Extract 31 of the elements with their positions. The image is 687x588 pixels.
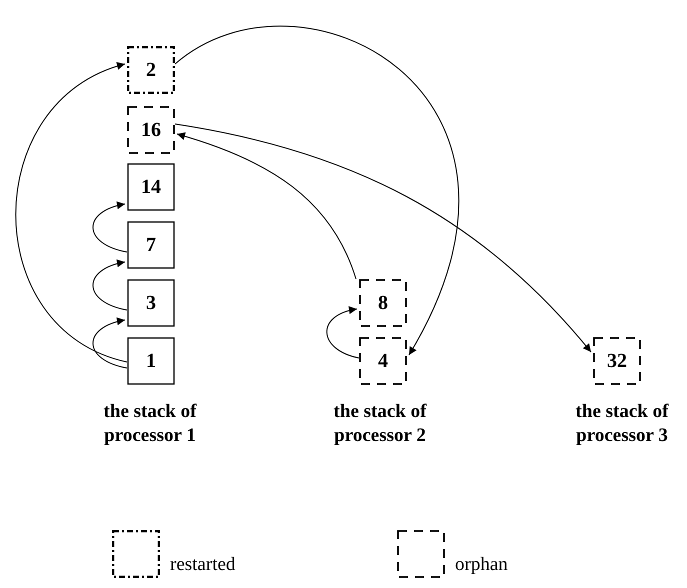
stack-frame-box — [127, 163, 175, 211]
orphan-frame-box — [359, 337, 407, 385]
arrow — [92, 202, 128, 252]
legend-label: orphan — [455, 554, 508, 576]
frame-number: 4 — [378, 350, 388, 372]
arrow — [92, 318, 128, 368]
arrow — [174, 26, 458, 356]
stack-frame-box — [127, 221, 175, 269]
arrow — [174, 124, 592, 352]
restarted-frame-box — [127, 46, 175, 94]
orphan-frame-box — [127, 106, 175, 154]
frame-number: 8 — [378, 292, 388, 314]
stack-frame-box — [127, 279, 175, 327]
stack-caption: the stack of processor 3 — [574, 400, 670, 448]
frame-number: 32 — [607, 350, 627, 372]
frame-number: 7 — [146, 234, 156, 256]
arrow — [15, 63, 128, 362]
stack-caption: the stack of processor 1 — [102, 400, 198, 448]
frame-number: 16 — [141, 118, 161, 142]
frame-number: 14 — [141, 176, 161, 198]
frame-number: 1 — [146, 350, 156, 372]
orphan-frame-box — [593, 337, 641, 385]
stack-caption: the stack of processor 2 — [332, 400, 428, 448]
arrow — [176, 132, 356, 280]
stack-frame-box — [127, 337, 175, 385]
arrow — [326, 306, 360, 358]
orphan-frame-box — [359, 279, 407, 327]
legend-label: restarted — [170, 554, 236, 576]
arrow — [92, 260, 128, 310]
frame-number: 3 — [146, 292, 156, 314]
frame-number: 2 — [146, 58, 156, 82]
